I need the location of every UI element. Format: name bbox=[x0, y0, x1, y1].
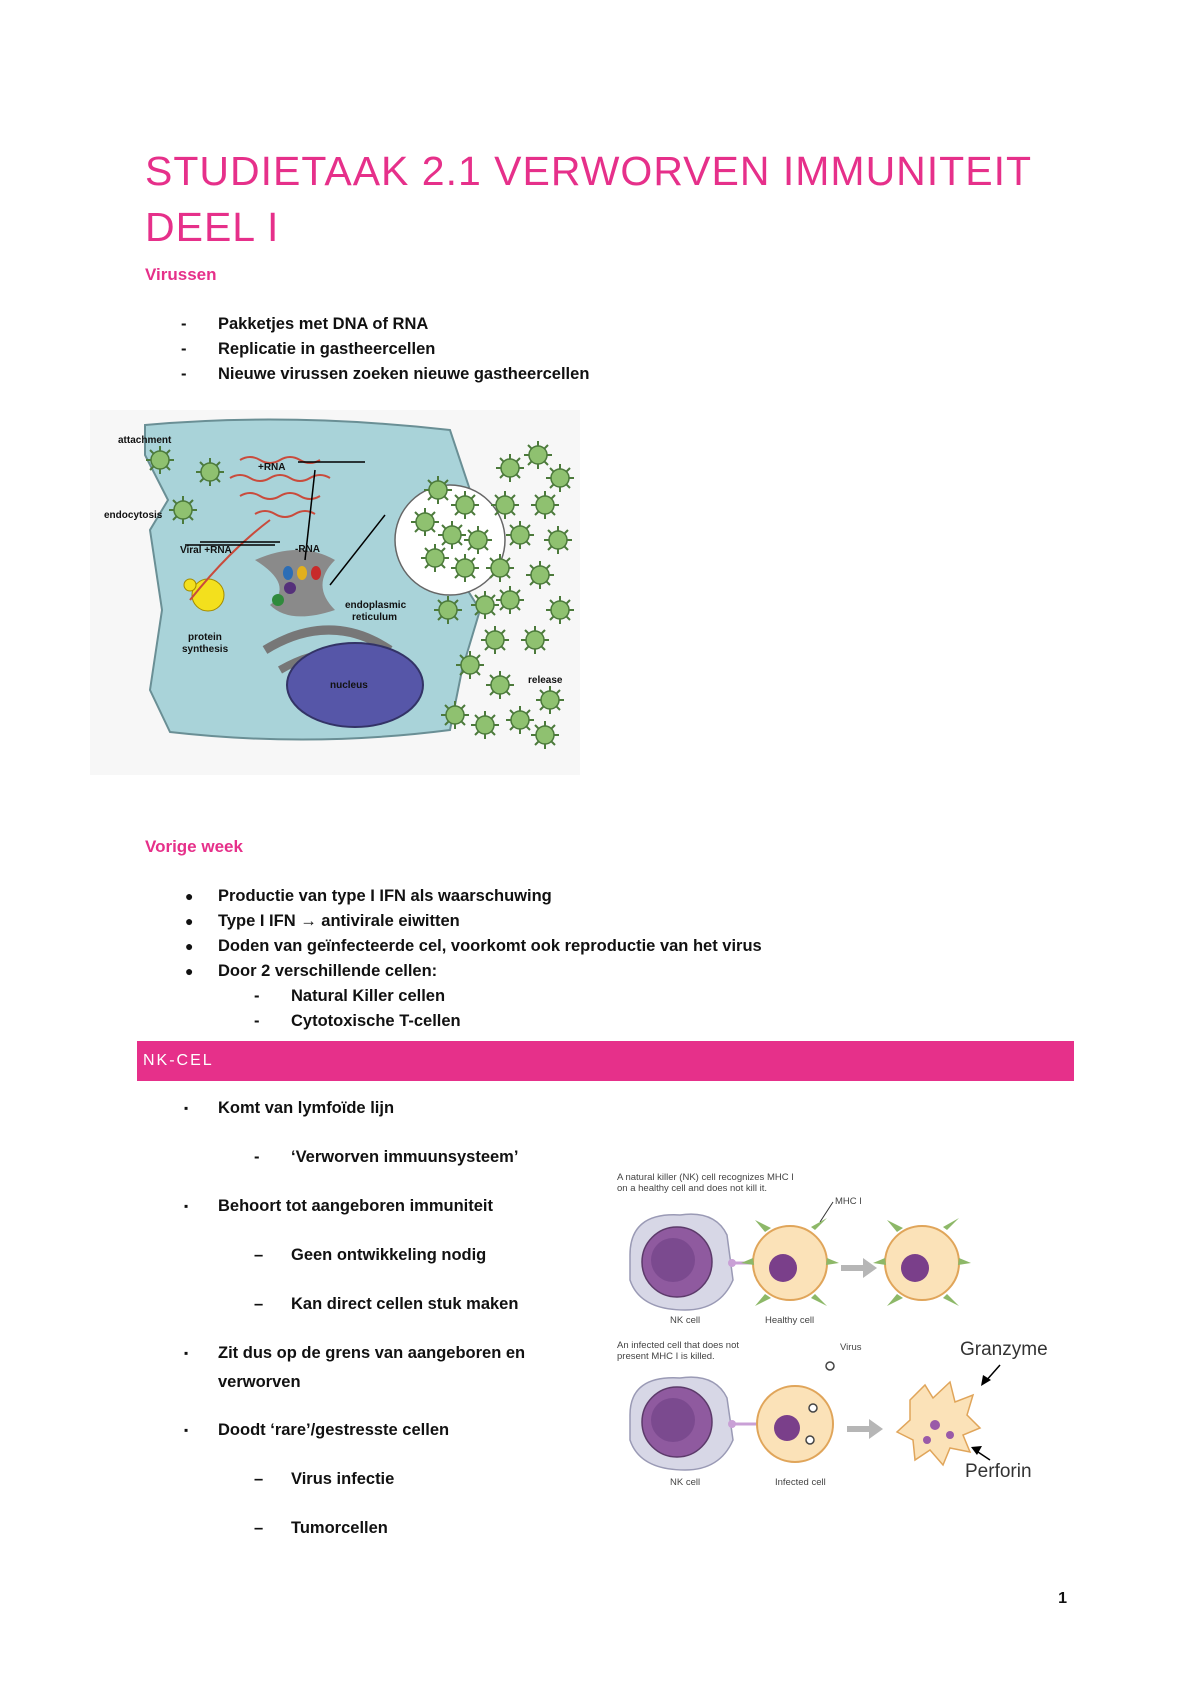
svg-text:protein: protein bbox=[188, 632, 222, 643]
list-item: -Nieuwe virussen zoeken nieuwe gastheerc… bbox=[181, 365, 590, 383]
svg-text:on a healthy cell and does not: on a healthy cell and does not kill it. bbox=[617, 1183, 767, 1194]
list-item: -Cytotoxische T-cellen bbox=[254, 1012, 461, 1030]
virus-replication-diagram: attachment endocytosis +RNA -RNA Viral +… bbox=[90, 410, 580, 775]
svg-text:present MHC I is killed.: present MHC I is killed. bbox=[617, 1351, 715, 1362]
section-banner-nk-cel: NK-CEL bbox=[137, 1041, 1074, 1081]
svg-text:Viral +RNA: Viral +RNA bbox=[180, 545, 232, 556]
list-item: ●Door 2 verschillende cellen: bbox=[185, 962, 438, 980]
page-title: STUDIETAAK 2.1 VERWORVEN IMMUNITEIT DEEL… bbox=[145, 148, 1032, 250]
svg-text:An infected cell that does not: An infected cell that does not bbox=[617, 1340, 739, 1351]
virussen-list: -Pakketjes met DNA of RNA -Replicatie in… bbox=[181, 312, 590, 387]
nk-line: –Geen ontwikkeling nodig bbox=[254, 1246, 487, 1264]
svg-text:Infected cell: Infected cell bbox=[775, 1477, 826, 1488]
nk-cell-diagram: A natural killer (NK) cell recognizes MH… bbox=[615, 1170, 1085, 1500]
svg-text:attachment: attachment bbox=[118, 435, 172, 446]
svg-text:MHC I: MHC I bbox=[835, 1196, 862, 1207]
list-item: -Pakketjes met DNA of RNA bbox=[181, 315, 429, 333]
list-item: ●Doden van geïnfecteerde cel, voorkomt o… bbox=[185, 937, 762, 955]
nk-line: –Tumorcellen bbox=[254, 1519, 388, 1537]
svg-text:Virus: Virus bbox=[840, 1342, 862, 1353]
svg-text:Healthy cell: Healthy cell bbox=[765, 1315, 814, 1326]
svg-text:A natural killer (NK) cell rec: A natural killer (NK) cell recognizes MH… bbox=[617, 1172, 794, 1183]
nk-line: verworven bbox=[218, 1373, 301, 1391]
svg-text:endoplasmic: endoplasmic bbox=[345, 600, 407, 611]
list-item: ●Type I IFN → antivirale eiwitten bbox=[185, 912, 460, 930]
svg-text:+RNA: +RNA bbox=[258, 462, 286, 473]
nk-line: –Virus infectie bbox=[254, 1470, 395, 1488]
svg-text:reticulum: reticulum bbox=[352, 612, 397, 623]
nk-line: ▪Doodt ‘rare’/gestresste cellen bbox=[184, 1421, 450, 1439]
nk-line: –Kan direct cellen stuk maken bbox=[254, 1295, 519, 1313]
page-number: 1 bbox=[1058, 1590, 1067, 1607]
heading-vorige-week: Vorige week bbox=[145, 837, 243, 856]
list-item: -Replicatie in gastheercellen bbox=[181, 340, 436, 358]
vorige-week-list: ●Productie van type I IFN als waarschuwi… bbox=[185, 884, 762, 984]
svg-text:Perforin: Perforin bbox=[965, 1461, 1032, 1482]
svg-text:nucleus: nucleus bbox=[330, 680, 368, 691]
svg-text:-RNA: -RNA bbox=[295, 544, 320, 555]
nk-line: ▪Komt van lymfoïde lijn bbox=[184, 1099, 395, 1117]
list-item: -Natural Killer cellen bbox=[254, 987, 446, 1005]
nk-line: ▪Zit dus op de grens van aangeboren en bbox=[184, 1344, 526, 1362]
nk-line: ▪Behoort tot aangeboren immuniteit bbox=[184, 1197, 494, 1215]
list-item: ●Productie van type I IFN als waarschuwi… bbox=[185, 887, 552, 905]
svg-text:endocytosis: endocytosis bbox=[104, 510, 163, 521]
svg-text:synthesis: synthesis bbox=[182, 644, 229, 655]
svg-text:Granzyme: Granzyme bbox=[960, 1339, 1048, 1360]
heading-virussen: Virussen bbox=[145, 265, 217, 284]
svg-text:NK cell: NK cell bbox=[670, 1477, 700, 1488]
svg-text:release: release bbox=[528, 675, 563, 686]
nk-line: -‘Verworven immuunsysteem’ bbox=[254, 1148, 519, 1166]
vorige-week-sublist: -Natural Killer cellen -Cytotoxische T-c… bbox=[254, 984, 461, 1034]
svg-text:NK cell: NK cell bbox=[670, 1315, 700, 1326]
